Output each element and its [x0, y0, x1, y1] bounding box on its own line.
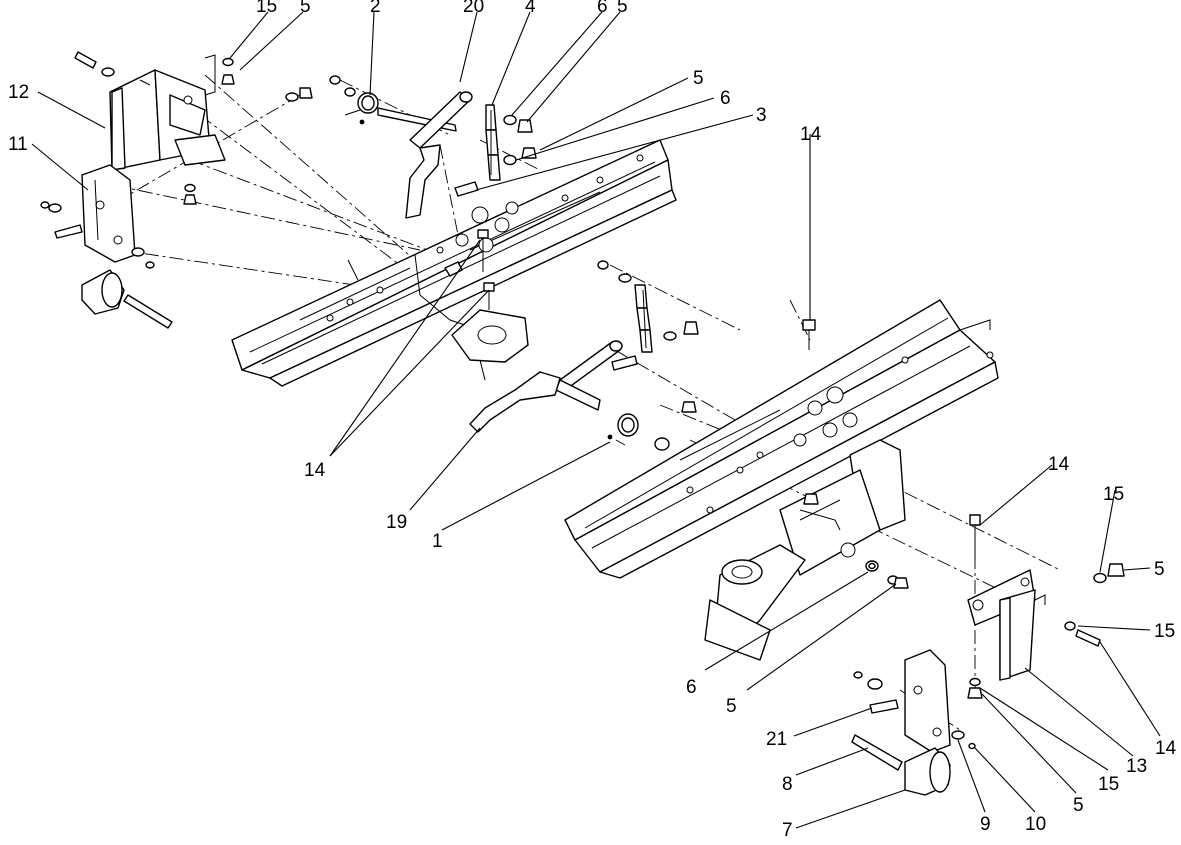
callout-13: 13	[1126, 756, 1147, 777]
callout-1: 1	[432, 531, 443, 552]
lever-shaft-lower	[469, 340, 623, 433]
callout-14-right: 14	[1048, 454, 1070, 475]
callout-5-right: 5	[1154, 559, 1165, 580]
callout-2: 2	[370, 0, 381, 17]
roller-left	[81, 269, 173, 329]
lower-frame-rail	[564, 299, 999, 579]
callout-12: 12	[8, 82, 29, 103]
lever-shaft-upper	[377, 91, 473, 219]
bolts-center	[444, 229, 495, 310]
callout-15-top: 15	[256, 0, 277, 17]
callout-5-top-a: 5	[300, 0, 311, 17]
roller-bracket-left	[40, 164, 155, 269]
chain-lower	[597, 260, 699, 371]
callout-11: 11	[8, 134, 28, 155]
callout-15-bottom: 15	[1098, 774, 1119, 795]
hardware-upper-mid	[285, 75, 356, 102]
callout-9: 9	[980, 814, 991, 835]
callout-5-low: 5	[726, 696, 737, 717]
hinge-bracket-left	[109, 69, 226, 171]
callout-5-bottom: 5	[1073, 795, 1084, 816]
leader-lines	[31, 11, 1161, 829]
callout-19: 19	[386, 512, 407, 533]
callout-14-left: 14	[304, 460, 326, 481]
roller-bracket-right	[853, 649, 976, 753]
chain-upper	[485, 104, 501, 181]
callout-8: 8	[782, 774, 793, 795]
center-mounting-plate	[451, 309, 529, 381]
callout-5-mid: 5	[693, 68, 704, 89]
torsion-spring-upper	[344, 92, 379, 125]
callout-5-top-b: 5	[617, 0, 628, 17]
roller-right	[851, 734, 951, 796]
callout-10: 10	[1025, 814, 1046, 835]
callout-6-low: 6	[686, 677, 697, 698]
callout-20: 20	[463, 0, 484, 17]
torsion-spring-lower	[607, 413, 670, 451]
hinge-bracket-right	[967, 569, 1046, 681]
callout-15-right-a: 15	[1103, 484, 1124, 505]
callout-6-top: 6	[597, 0, 608, 17]
hardware-right	[1064, 563, 1125, 647]
callout-labels: 15 5 2 20 4 6 5 12 11 5 6 3 14 14 19 1 1…	[8, 0, 1177, 841]
hardware-upper-chain	[454, 114, 537, 197]
hardware-lower-frame	[681, 319, 819, 505]
callout-7: 7	[782, 820, 793, 841]
callout-6-mid: 6	[720, 88, 731, 109]
callout-14-bottom: 14	[1155, 738, 1177, 759]
callout-14-upper: 14	[800, 124, 822, 145]
callout-15-right-b: 15	[1154, 621, 1175, 642]
washer-nut-top	[204, 54, 235, 96]
bolt-upper-left	[74, 51, 197, 205]
callout-21: 21	[766, 729, 787, 750]
gearbox-assembly	[704, 439, 906, 661]
callout-3: 3	[756, 105, 767, 126]
hardware-lower-mid	[865, 560, 909, 589]
callout-4: 4	[525, 0, 536, 17]
